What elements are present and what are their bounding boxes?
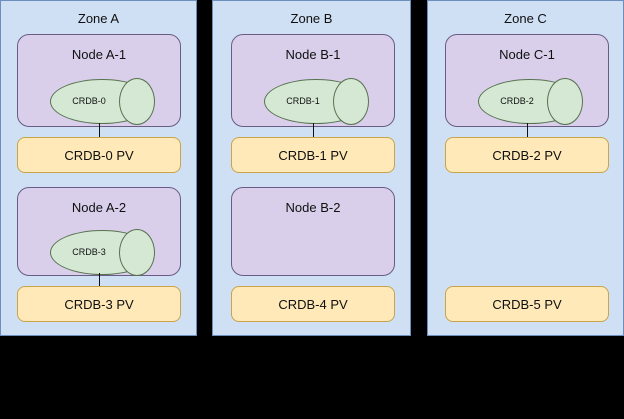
node-c-1-title: Node C-1 bbox=[499, 47, 555, 62]
pod-crdb-3[interactable]: CRDB-3 bbox=[50, 229, 155, 276]
node-a-2[interactable]: Node A-2 CRDB-3 bbox=[17, 187, 181, 276]
node-c-1[interactable]: Node C-1 CRDB-2 bbox=[445, 34, 609, 127]
zone-a-title: Zone A bbox=[77, 11, 120, 26]
zone-c[interactable]: Zone C Node C-1 CRDB-2 CRDB-2 PV CRDB-5 … bbox=[427, 0, 624, 336]
pod-crdb-0[interactable]: CRDB-0 bbox=[50, 78, 155, 125]
node-b-2-title: Node B-2 bbox=[285, 200, 341, 215]
node-b-1[interactable]: Node B-1 CRDB-1 bbox=[231, 34, 395, 127]
zone-b-title: Zone B bbox=[290, 11, 333, 26]
pv-crdb-1[interactable]: CRDB-1 PV bbox=[231, 137, 395, 173]
cylinder-cap bbox=[119, 78, 155, 125]
cylinder-cap bbox=[119, 229, 155, 276]
link-crdb-3-to-pv bbox=[99, 273, 100, 287]
node-a-1-title: Node A-1 bbox=[71, 47, 127, 62]
zone-b[interactable]: Zone B Node B-1 CRDB-1 CRDB-1 PV Node B-… bbox=[212, 0, 411, 336]
pod-crdb-2-label: CRDB-2 bbox=[500, 96, 534, 106]
pod-crdb-0-label: CRDB-0 bbox=[72, 96, 106, 106]
zone-a[interactable]: Zone A Node A-1 CRDB-0 CRDB-0 PV Node A-… bbox=[0, 0, 197, 336]
link-crdb-1-to-pv bbox=[313, 123, 314, 137]
pod-crdb-3-label: CRDB-3 bbox=[72, 247, 106, 257]
cylinder-cap bbox=[547, 78, 583, 125]
pv-crdb-3[interactable]: CRDB-3 PV bbox=[17, 286, 181, 322]
cylinder-cap bbox=[333, 78, 369, 125]
pv-crdb-4[interactable]: CRDB-4 PV bbox=[231, 286, 395, 322]
node-a-2-title: Node A-2 bbox=[71, 200, 127, 215]
node-a-1[interactable]: Node A-1 CRDB-0 bbox=[17, 34, 181, 127]
node-b-1-title: Node B-1 bbox=[285, 47, 341, 62]
node-b-2[interactable]: Node B-2 bbox=[231, 187, 395, 276]
pv-crdb-5[interactable]: CRDB-5 PV bbox=[445, 286, 609, 322]
pod-crdb-2[interactable]: CRDB-2 bbox=[478, 78, 583, 125]
pod-crdb-1[interactable]: CRDB-1 bbox=[264, 78, 369, 125]
pod-crdb-1-label: CRDB-1 bbox=[286, 96, 320, 106]
pv-crdb-2[interactable]: CRDB-2 PV bbox=[445, 137, 609, 173]
pv-crdb-0[interactable]: CRDB-0 PV bbox=[17, 137, 181, 173]
link-crdb-2-to-pv bbox=[527, 123, 528, 137]
zone-c-title: Zone C bbox=[504, 11, 547, 26]
link-crdb-0-to-pv bbox=[99, 123, 100, 137]
